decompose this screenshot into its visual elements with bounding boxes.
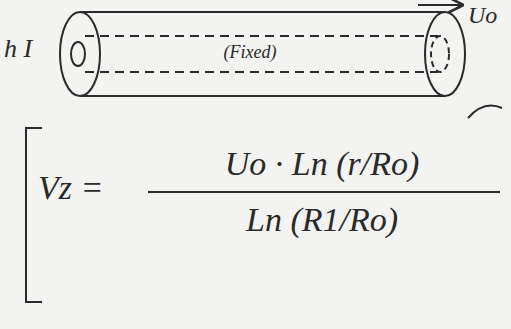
- fraction-bar: [148, 191, 500, 193]
- outer-end: [60, 12, 100, 96]
- dimension-label: h I: [4, 34, 32, 64]
- bracket: [26, 128, 42, 302]
- outer-wall: [80, 11, 445, 13]
- equation-numerator: Uo · Ln (r/Ro): [225, 144, 420, 183]
- outer-end: [425, 12, 465, 96]
- inner-wall: [85, 35, 438, 37]
- velocity-label: Uo: [468, 2, 497, 30]
- equation-lhs: Vz =: [38, 168, 103, 207]
- velocity-arrow: [418, 4, 462, 6]
- sketch-curve: [468, 106, 502, 118]
- inner-end: [431, 36, 449, 72]
- note-label: (Fixed): [224, 42, 277, 63]
- inner-end: [71, 42, 85, 66]
- inner-wall: [85, 71, 438, 73]
- outer-wall: [80, 95, 445, 97]
- equation-denominator: Ln (R1/Ro): [246, 200, 398, 239]
